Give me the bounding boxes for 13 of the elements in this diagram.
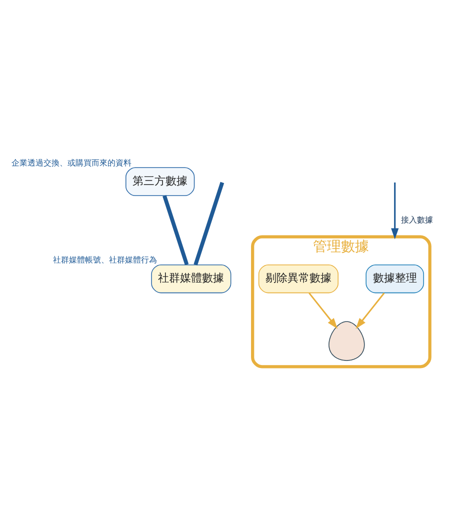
arrow bbox=[391, 182, 399, 240]
node-label: 企業透過交換、或購買而來的資料 bbox=[12, 158, 132, 168]
node-box: 數據整理 bbox=[366, 264, 424, 294]
node-box: 剔除異常數據 bbox=[258, 264, 338, 294]
connector bbox=[194, 182, 224, 266]
node-box: 第三方數據 bbox=[126, 167, 195, 196]
node-label: 社群媒體帳號、社群媒體行為 bbox=[52, 256, 157, 264]
arrow bbox=[308, 292, 338, 329]
node-box: 社群媒體數據 bbox=[151, 264, 232, 294]
node-person bbox=[328, 321, 365, 361]
arrow bbox=[356, 292, 385, 329]
connector bbox=[162, 195, 189, 266]
edge-label: 接入數據 bbox=[401, 215, 434, 224]
